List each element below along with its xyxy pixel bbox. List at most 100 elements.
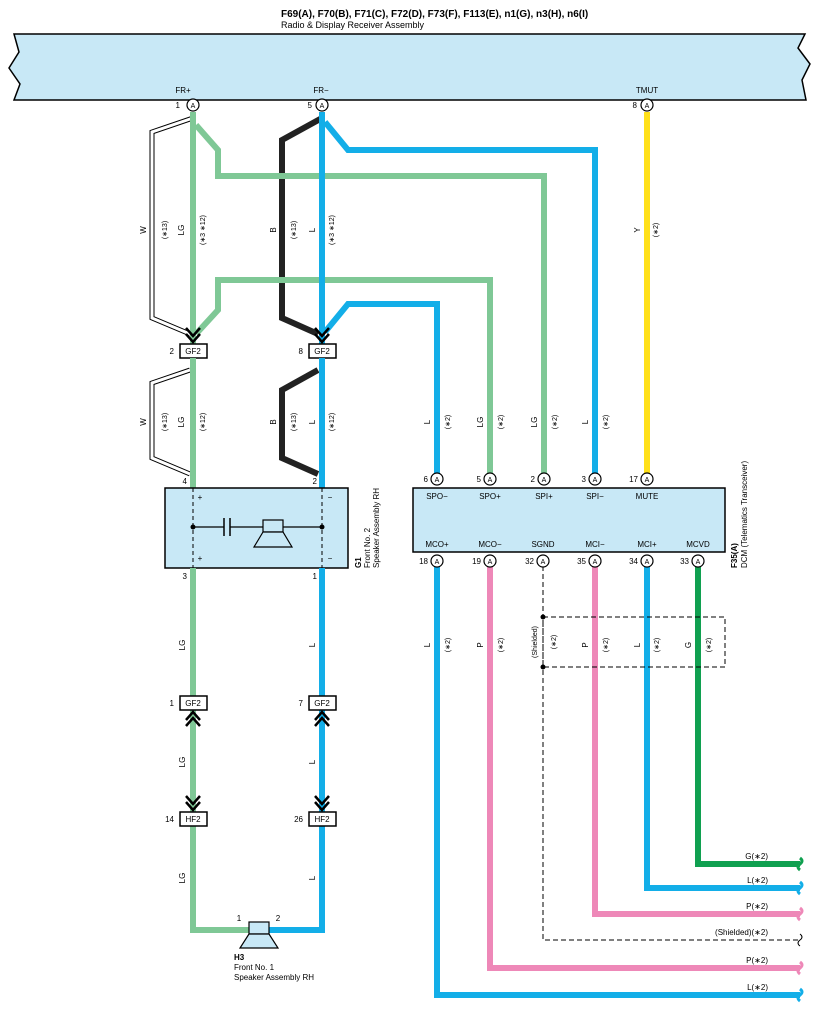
label-l-low2: L (308, 759, 317, 764)
dcm-label-mute: MUTE (636, 492, 659, 501)
dcm-pin-mci-minus: A 35 (577, 554, 602, 568)
wire-lg-to-spo-plus (193, 277, 493, 476)
dcm-pin-spo-plus: A 5 (477, 472, 497, 486)
dcm-body (412, 487, 726, 553)
dcm-pin-mute: A 17 (629, 472, 654, 486)
dcm-label-spo-plus: SPO+ (479, 492, 501, 501)
note-g-mcvd: (∗2) (706, 638, 713, 652)
radio-pin-fr-plus: FR+ 1 A (175, 86, 200, 112)
speaker-icon (262, 519, 284, 533)
radio-assembly-body (8, 33, 811, 101)
speaker-h3: 1 2 (237, 914, 281, 949)
label-w-top: W (139, 226, 148, 234)
label-l-spi-minus: L (581, 419, 590, 424)
label-p-mci-minus: P (581, 642, 590, 647)
junction-gf2-bottom-7: GF2 7 (299, 695, 337, 711)
svg-text:A: A (320, 103, 325, 110)
svg-text:A: A (645, 559, 650, 566)
dcm-label-mcvd: MCVD (686, 540, 710, 549)
break-mark-icon (796, 960, 804, 976)
note-l-spi-minus: (∗2) (603, 415, 610, 429)
svg-text:HF2: HF2 (185, 815, 201, 824)
dcm-label-sgnd: SGND (531, 540, 554, 549)
chevron-down-icon (185, 795, 201, 812)
dcm-pin-spi-minus: A 3 (582, 472, 602, 486)
dcm-id: F35(A) (730, 543, 739, 568)
wire-b-shield-mid (279, 367, 320, 477)
svg-text:14: 14 (165, 815, 174, 824)
svg-text:5: 5 (308, 101, 313, 110)
label-lg-spo-plus: LG (476, 417, 485, 428)
svg-text:A: A (593, 559, 598, 566)
shield-box (542, 616, 726, 668)
svg-text:GF2: GF2 (314, 699, 330, 708)
chevron-icon (185, 327, 201, 344)
svg-text:FR−: FR− (313, 86, 329, 95)
svg-text:2: 2 (276, 914, 281, 923)
svg-text:A: A (542, 477, 547, 484)
svg-text:A: A (435, 477, 440, 484)
svg-text:19: 19 (472, 557, 481, 566)
wire-lg-g1-down (190, 568, 252, 933)
label-lg-low3: LG (178, 873, 187, 884)
output-shielded: (Shielded)(∗2) (715, 928, 768, 937)
speaker-cone-icon (238, 933, 280, 949)
junction-gf2-top-8: GF2 8 (299, 343, 337, 359)
svg-text:1: 1 (176, 101, 181, 110)
svg-text:4: 4 (183, 477, 188, 486)
label-l-mco-plus: L (423, 642, 432, 647)
wire-b-shield-top (279, 115, 324, 337)
svg-text:8: 8 (633, 101, 638, 110)
radio-connector-list: F69(A), F70(B), F71(C), F72(D), F73(F), … (281, 9, 588, 20)
svg-text:TMUT: TMUT (636, 86, 658, 95)
svg-text:8: 8 (299, 347, 304, 356)
wire-p-mco-minus (487, 566, 800, 971)
label-p-mco-minus: P (476, 642, 485, 647)
dcm-pin-mco-minus: A 19 (472, 554, 497, 568)
note-lg-mid: (∗12) (200, 413, 207, 431)
svg-text:1: 1 (170, 699, 175, 708)
dcm-label-spi-minus: SPI− (586, 492, 604, 501)
label-lg-top: LG (177, 225, 186, 236)
svg-text:33: 33 (680, 557, 689, 566)
wire-l-to-spi-minus (322, 120, 598, 476)
svg-text:3: 3 (582, 475, 587, 484)
dcm-label-mci-minus: MCI− (585, 540, 605, 549)
svg-text:2: 2 (170, 347, 175, 356)
label-b-top: B (269, 227, 278, 232)
speaker-g1: 4 2 3 1 + + − − (164, 477, 349, 581)
dcm-pin-mco-plus: A 18 (419, 554, 444, 568)
output-l-1: L(∗2) (747, 876, 768, 885)
label-lg-low2: LG (178, 757, 187, 768)
wire-w-shield-top (149, 115, 194, 337)
speaker-g1-name-2: Speaker Assembly RH (372, 488, 381, 568)
svg-text:5: 5 (477, 475, 482, 484)
dcm-label-spi-plus: SPI+ (535, 492, 553, 501)
note-l-spo-minus: (∗2) (445, 415, 452, 429)
note-p-mci-minus: (∗2) (603, 638, 610, 652)
svg-text:A: A (435, 559, 440, 566)
svg-text:6: 6 (424, 475, 429, 484)
label-lg-mid: LG (177, 417, 186, 428)
chevron-down-icon (314, 795, 330, 812)
output-g: G(∗2) (745, 852, 768, 861)
svg-text:2: 2 (313, 477, 318, 486)
label-l-low3: L (308, 875, 317, 880)
svg-text:FR+: FR+ (175, 86, 191, 95)
svg-text:A: A (488, 477, 493, 484)
chevron-icon (314, 327, 330, 344)
wire-shield-sgnd (542, 566, 800, 941)
break-mark-icon (797, 933, 803, 947)
dcm-label-spo-minus: SPO− (426, 492, 448, 501)
svg-text:GF2: GF2 (314, 347, 330, 356)
note-lg-spi-plus: (∗2) (552, 415, 559, 429)
wire-l-mci-plus (644, 566, 800, 891)
svg-text:A: A (645, 103, 650, 110)
junction-gf2-top-2: GF2 2 (170, 343, 208, 359)
svg-text:3: 3 (183, 572, 188, 581)
wire-l-g1-down (266, 568, 325, 933)
wire-l-to-spo-minus (322, 301, 440, 476)
output-p-1: P(∗2) (746, 902, 768, 911)
